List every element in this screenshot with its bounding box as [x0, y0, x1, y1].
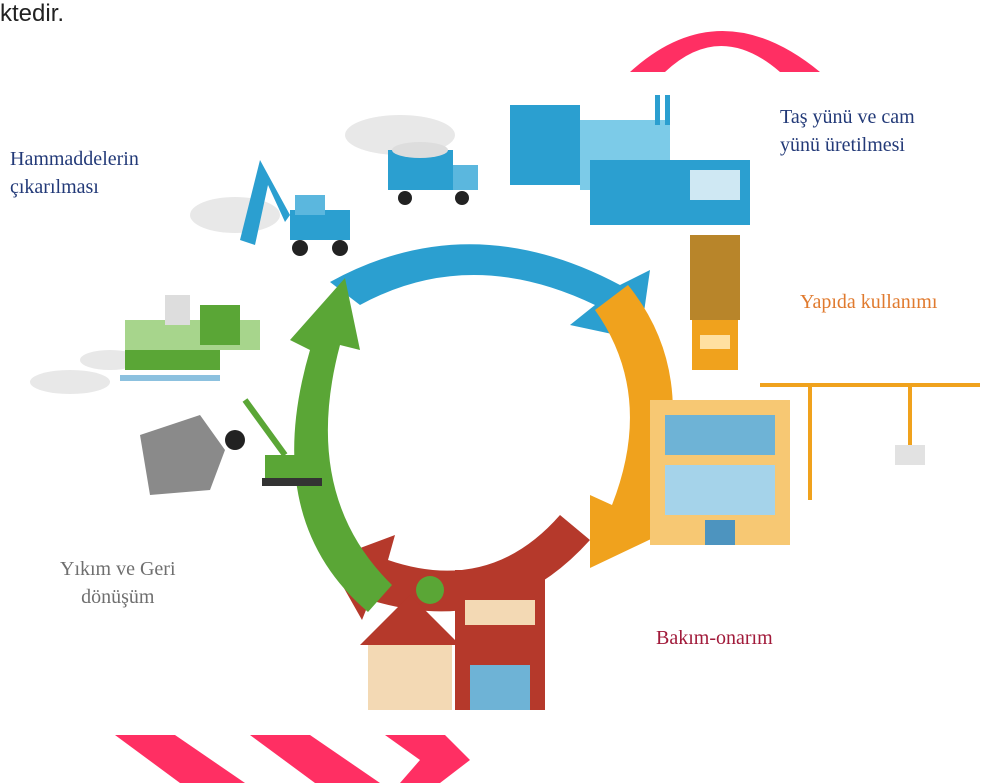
arrow-red: [328, 515, 590, 620]
excavator-icon: [240, 160, 350, 256]
header-text-fragment: ktedir.: [0, 0, 65, 27]
watermark-shapes: [115, 31, 820, 783]
label-demolition-recycling: Yıkım ve Geri dönüşüm: [60, 558, 176, 608]
houses-icon: [360, 570, 545, 710]
office-building-icon: [650, 400, 790, 545]
tipper-truck-icon: [690, 235, 740, 370]
cycle-arrows: [290, 244, 673, 620]
label-use-in-building: Yapıda kullanımı: [800, 291, 938, 313]
label-maintenance: Bakım-onarım: [656, 627, 773, 649]
demolition-crane-icon: [140, 398, 322, 495]
label-raw-material-extraction: Hammaddelerin çıkarılması: [10, 148, 139, 198]
recycling-plant-icon: [120, 295, 260, 381]
arrow-green: [290, 278, 392, 612]
arrow-blue: [330, 244, 650, 340]
label-production: Taş yünü ve cam yünü üretilmesi: [780, 106, 915, 156]
factory-icon: [510, 95, 750, 225]
dump-truck-icon: [388, 142, 478, 205]
tower-crane-icon: [760, 383, 980, 500]
